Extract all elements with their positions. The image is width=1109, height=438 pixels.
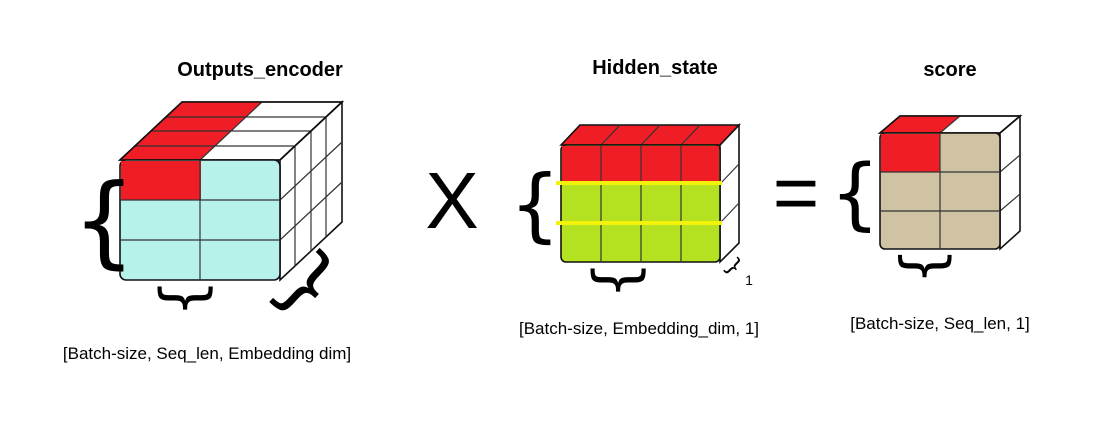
- score-block: score { { [Batch-size, Seq_len, 1]: [830, 59, 1030, 333]
- hidden-state-right-face: [719, 122, 740, 264]
- score-top-face: [877, 115, 1023, 134]
- hidden-state-title: Hidden_state: [592, 57, 718, 79]
- hidden-state-depth-label: 1: [745, 272, 753, 288]
- hidden-state-depth-brace: {: [720, 253, 748, 281]
- outputs-encoder-shape-label: [Batch-size, Seq_len, Embedding dim]: [63, 344, 351, 363]
- hidden-state-block: Hidden_state { { { 1 [Batch: [510, 57, 759, 338]
- hidden-state-top-face: [559, 124, 741, 146]
- score-left-brace: {: [830, 149, 880, 239]
- multiply-operator: X: [425, 156, 478, 245]
- score-front-face: [879, 132, 1001, 250]
- score-bottom-brace: {: [888, 248, 956, 285]
- hidden-state-front-face: [556, 144, 722, 263]
- outputs-encoder-bottom-brace: {: [148, 279, 218, 317]
- score-title: score: [923, 59, 976, 81]
- outputs-encoder-block: Outputs_encoder: [63, 59, 354, 363]
- equals-operator: =: [773, 148, 820, 237]
- hidden-state-bottom-brace: {: [581, 261, 651, 299]
- hidden-state-left-brace: {: [510, 158, 561, 251]
- outputs-encoder-front-face: [119, 159, 281, 281]
- outputs-encoder-left-brace: {: [72, 162, 136, 279]
- score-shape-label: [Batch-size, Seq_len, 1]: [850, 314, 1030, 333]
- outputs-encoder-top-face: [117, 101, 345, 161]
- hidden-state-shape-label: [Batch-size, Embedding_dim, 1]: [519, 319, 759, 338]
- score-right-face: [999, 114, 1021, 251]
- outputs-encoder-title: Outputs_encoder: [177, 59, 343, 81]
